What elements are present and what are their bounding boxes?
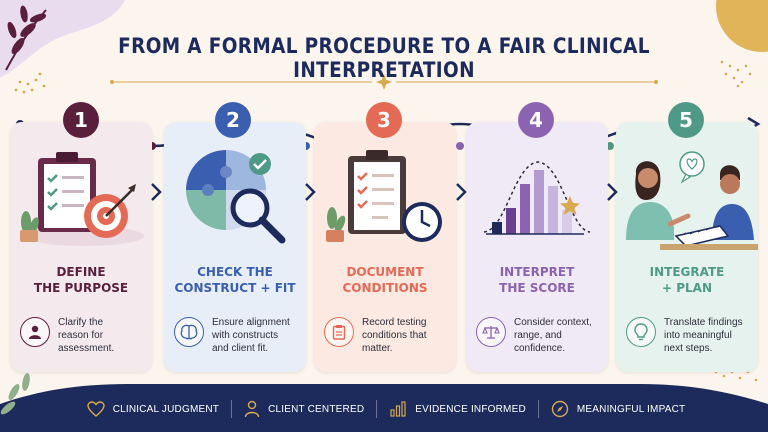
rule-dot-right	[654, 80, 658, 84]
scale-icon	[476, 317, 506, 347]
timeline-dot	[606, 142, 614, 150]
step-card-define-purpose: DEFINE THE PURPOSE Clarify the reason fo…	[10, 122, 152, 372]
step-description: Record testing conditions that matter.	[362, 317, 427, 354]
footer-divider	[376, 400, 378, 418]
chevron-right-icon	[456, 183, 467, 201]
step-description: Translate findings into meaningful next …	[664, 317, 743, 354]
timeline-dot	[456, 142, 464, 150]
diamond-icon	[376, 74, 392, 90]
bell-curve-illustration	[483, 161, 591, 235]
footer-divider	[537, 400, 539, 418]
footer-label: CLINICAL JUDGMENT	[112, 403, 220, 415]
step-card-integrate-plan: INTEGRATE + PLAN Translate findings into…	[616, 122, 758, 372]
person-icon	[244, 400, 260, 418]
heart-icon	[87, 401, 105, 417]
step-description: Ensure alignment with constructs and cli…	[212, 317, 290, 354]
step-number-badge: 5	[668, 102, 704, 138]
leaf-sprig-icon	[5, 5, 47, 71]
footer-dots	[714, 370, 758, 382]
conversation-illustration	[626, 151, 758, 250]
bar-chart-icon	[390, 401, 406, 417]
step-title: DOCUMENT CONDITIONS	[342, 265, 428, 295]
step-number-badge: 1	[63, 102, 99, 138]
clipboard-icon	[324, 317, 354, 347]
checklist-clock-illustration	[326, 150, 442, 242]
compass-icon	[551, 400, 569, 418]
step-number-badge: 4	[518, 102, 554, 138]
step-title: CHECK THE CONSTRUCT + FIT	[174, 265, 296, 295]
page-title: FROM A FORMAL PROCEDURE TO A FAIR CLINIC…	[118, 34, 650, 82]
step-card-interpret-score: INTERPRET THE SCORE Consider context, ra…	[466, 122, 608, 372]
gold-corner-circle	[716, 0, 768, 52]
dot-pattern	[14, 72, 46, 94]
step-card-check-construct: CHECK THE CONSTRUCT + FIT Ensure alignme…	[164, 122, 306, 372]
chevron-right-icon	[151, 183, 162, 201]
footer-item-client-centered: CLIENT CENTERED	[244, 400, 364, 418]
footer-leaf-icon	[0, 373, 30, 415]
rule-dot-left	[110, 80, 114, 84]
step-title: INTEGRATE + PLAN	[649, 265, 725, 295]
step-card-document-conditions: DOCUMENT CONDITIONS Record testing condi…	[314, 122, 456, 372]
footer-item-evidence-informed: EVIDENCE INFORMED	[389, 401, 526, 417]
footer-item-meaningful-impact: MEANINGFUL IMPACT	[551, 400, 685, 418]
step-description: Consider context, range, and confidence.	[514, 317, 592, 354]
step-description: Clarify the reason for assessment.	[58, 317, 115, 354]
person-icon	[20, 317, 50, 347]
footer-item-clinical-judgment: CLINICAL JUDGMENT	[87, 401, 219, 417]
footer-wave	[0, 384, 768, 432]
step-title: INTERPRET THE SCORE	[499, 265, 575, 295]
clipboard-target-illustration	[20, 152, 144, 246]
step-title: DEFINE THE PURPOSE	[33, 265, 129, 295]
dot-pattern-right	[720, 60, 752, 88]
brain-icon	[174, 317, 204, 347]
chevron-right-icon	[305, 183, 316, 201]
puzzle-magnifier-illustration	[186, 150, 286, 244]
step-number-badge: 3	[366, 102, 402, 138]
footer-banner: CLINICAL JUDGMENT CLIENT CENTERED EVIDEN…	[36, 386, 736, 432]
step-number-badge: 2	[215, 102, 251, 138]
footer-label: MEANINGFUL IMPACT	[576, 403, 686, 415]
footer-label: EVIDENCE INFORMED	[415, 403, 526, 415]
chevron-right-icon	[607, 183, 618, 201]
footer-label: CLIENT CENTERED	[268, 403, 365, 415]
footer-divider	[231, 400, 233, 418]
lightbulb-icon	[626, 317, 656, 347]
